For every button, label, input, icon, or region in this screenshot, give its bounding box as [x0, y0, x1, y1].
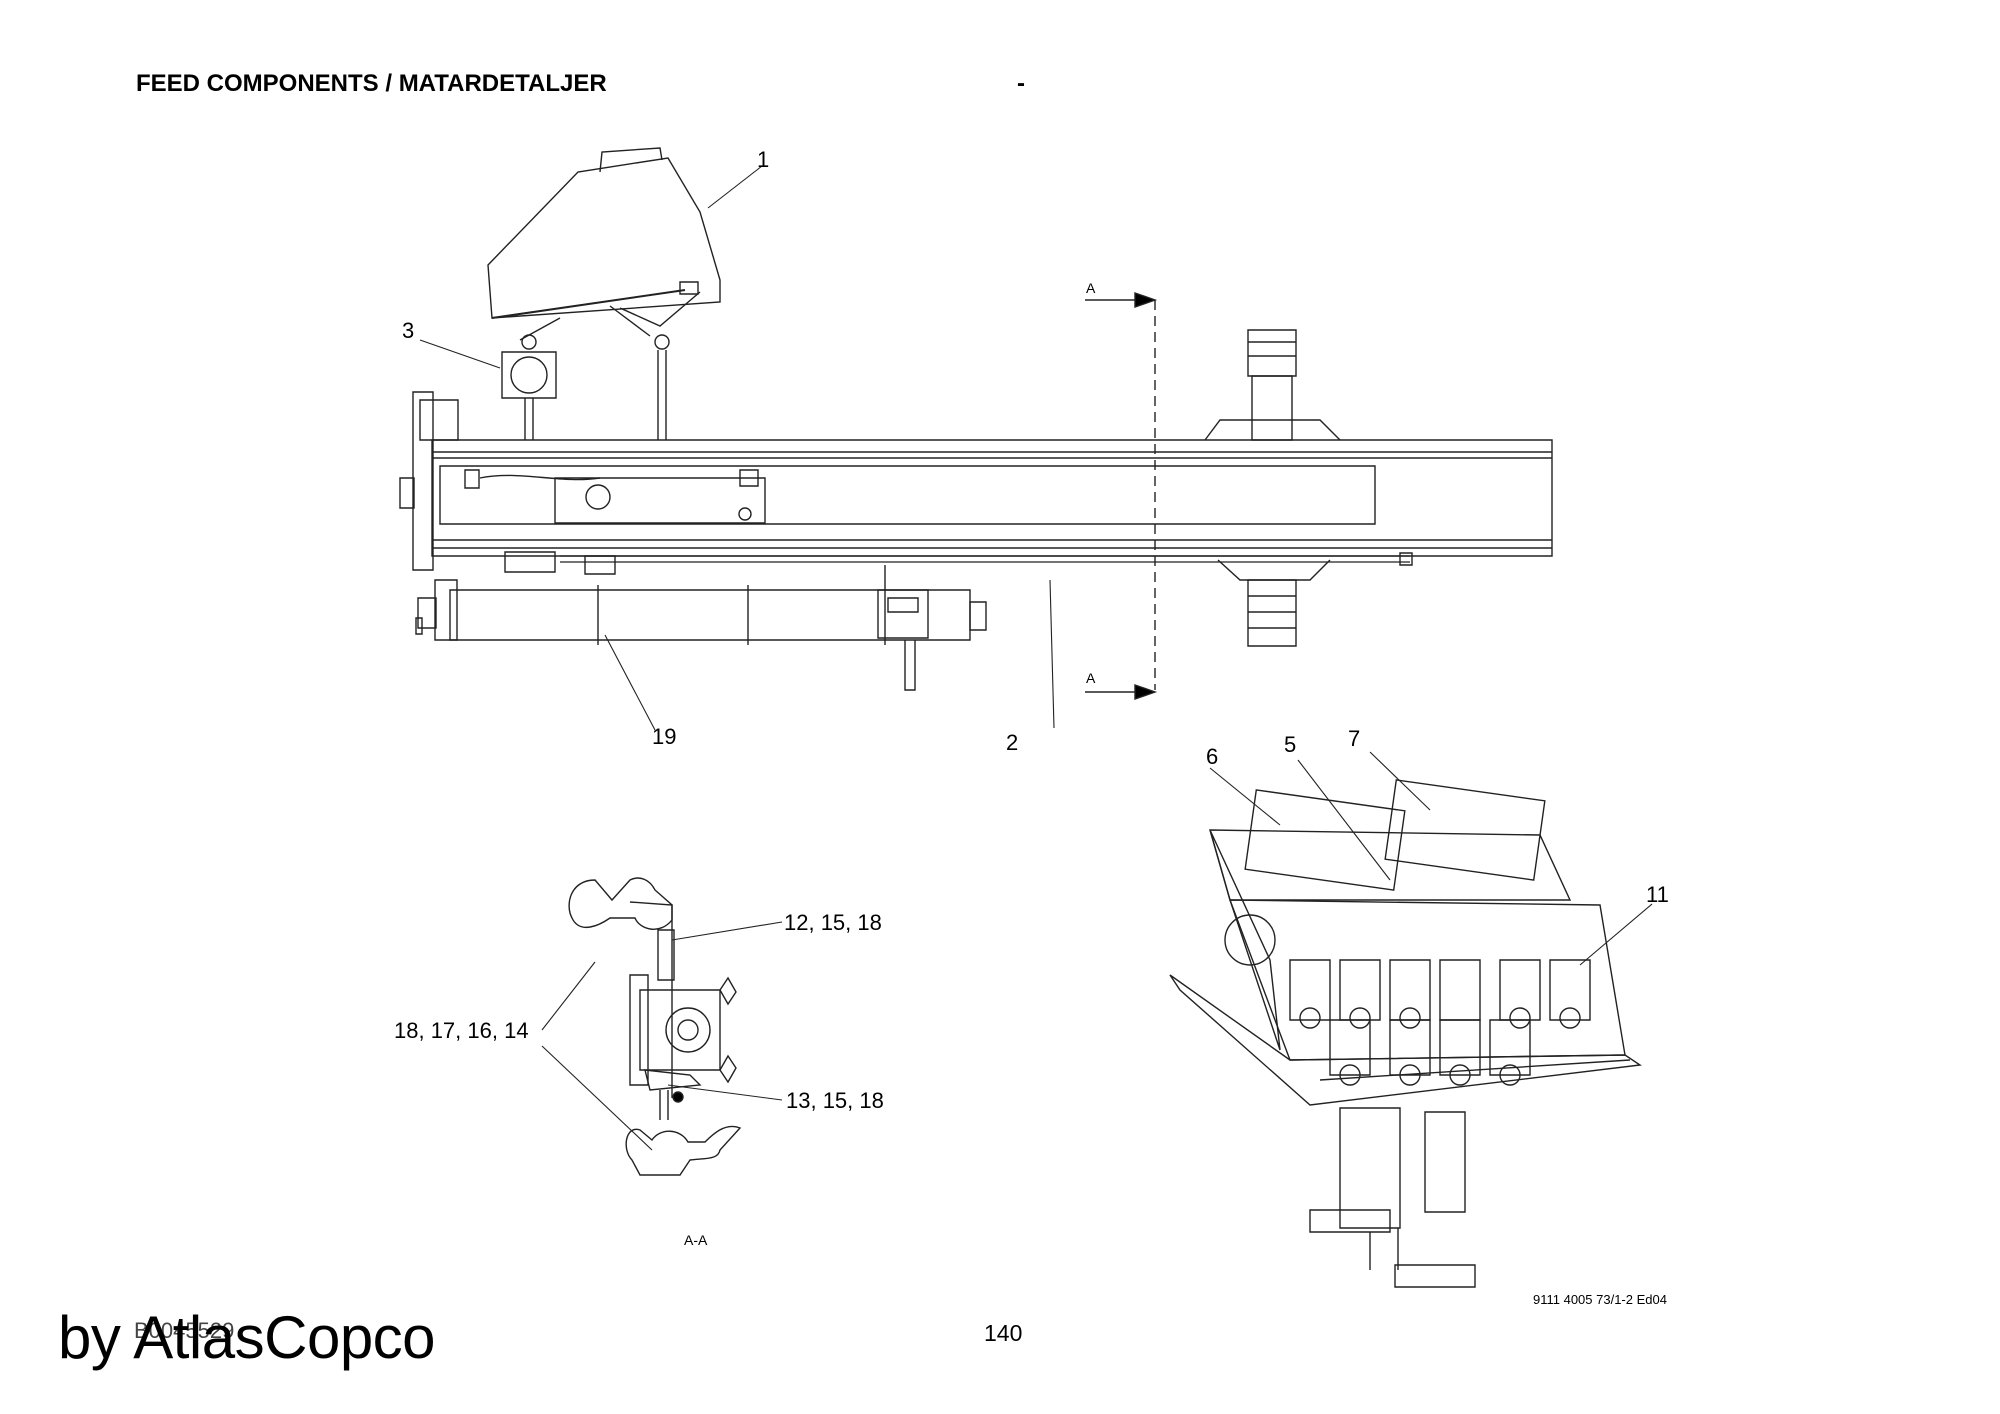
page-number: 140 [984, 1320, 1023, 1346]
stop-device [502, 335, 556, 440]
callout-5: 5 [1284, 732, 1297, 757]
lower-cylinder [416, 552, 1412, 690]
callout-13-15-18: 13, 15, 18 [786, 1088, 884, 1113]
callout-3: 3 [402, 318, 415, 343]
section-marker-bottom: A [1086, 670, 1096, 686]
feed-beam [400, 392, 1552, 570]
callout-1: 1 [757, 147, 770, 172]
leader-lines [420, 166, 1652, 1150]
header-dash: - [1017, 70, 1025, 97]
callout-11: 11 [1646, 882, 1669, 907]
section-line [1085, 293, 1155, 699]
callout-18-17-16-14: 18, 17, 16, 14 [394, 1018, 529, 1043]
control-panel [488, 148, 720, 440]
section-marker-top: A [1086, 280, 1096, 296]
watermark: by AtlasCopco [58, 1304, 436, 1371]
section-view-label: A-A [684, 1232, 708, 1248]
valve-row [1290, 960, 1590, 1085]
page-title: FEED COMPONENTS / MATARDETALJER [136, 70, 607, 97]
callout-6: 6 [1206, 744, 1219, 769]
drawing-code: 9111 4005 73/1-2 Ed04 [1533, 1292, 1667, 1307]
right-support [1205, 330, 1340, 646]
callout-12-15-18: 12, 15, 18 [784, 910, 882, 935]
valve-assembly [1170, 780, 1640, 1287]
document-id: B0045529 [134, 1318, 235, 1343]
callout-7: 7 [1348, 726, 1361, 751]
callout-19: 19 [652, 724, 677, 749]
section-detail [569, 878, 740, 1175]
callout-2: 2 [1006, 730, 1019, 755]
